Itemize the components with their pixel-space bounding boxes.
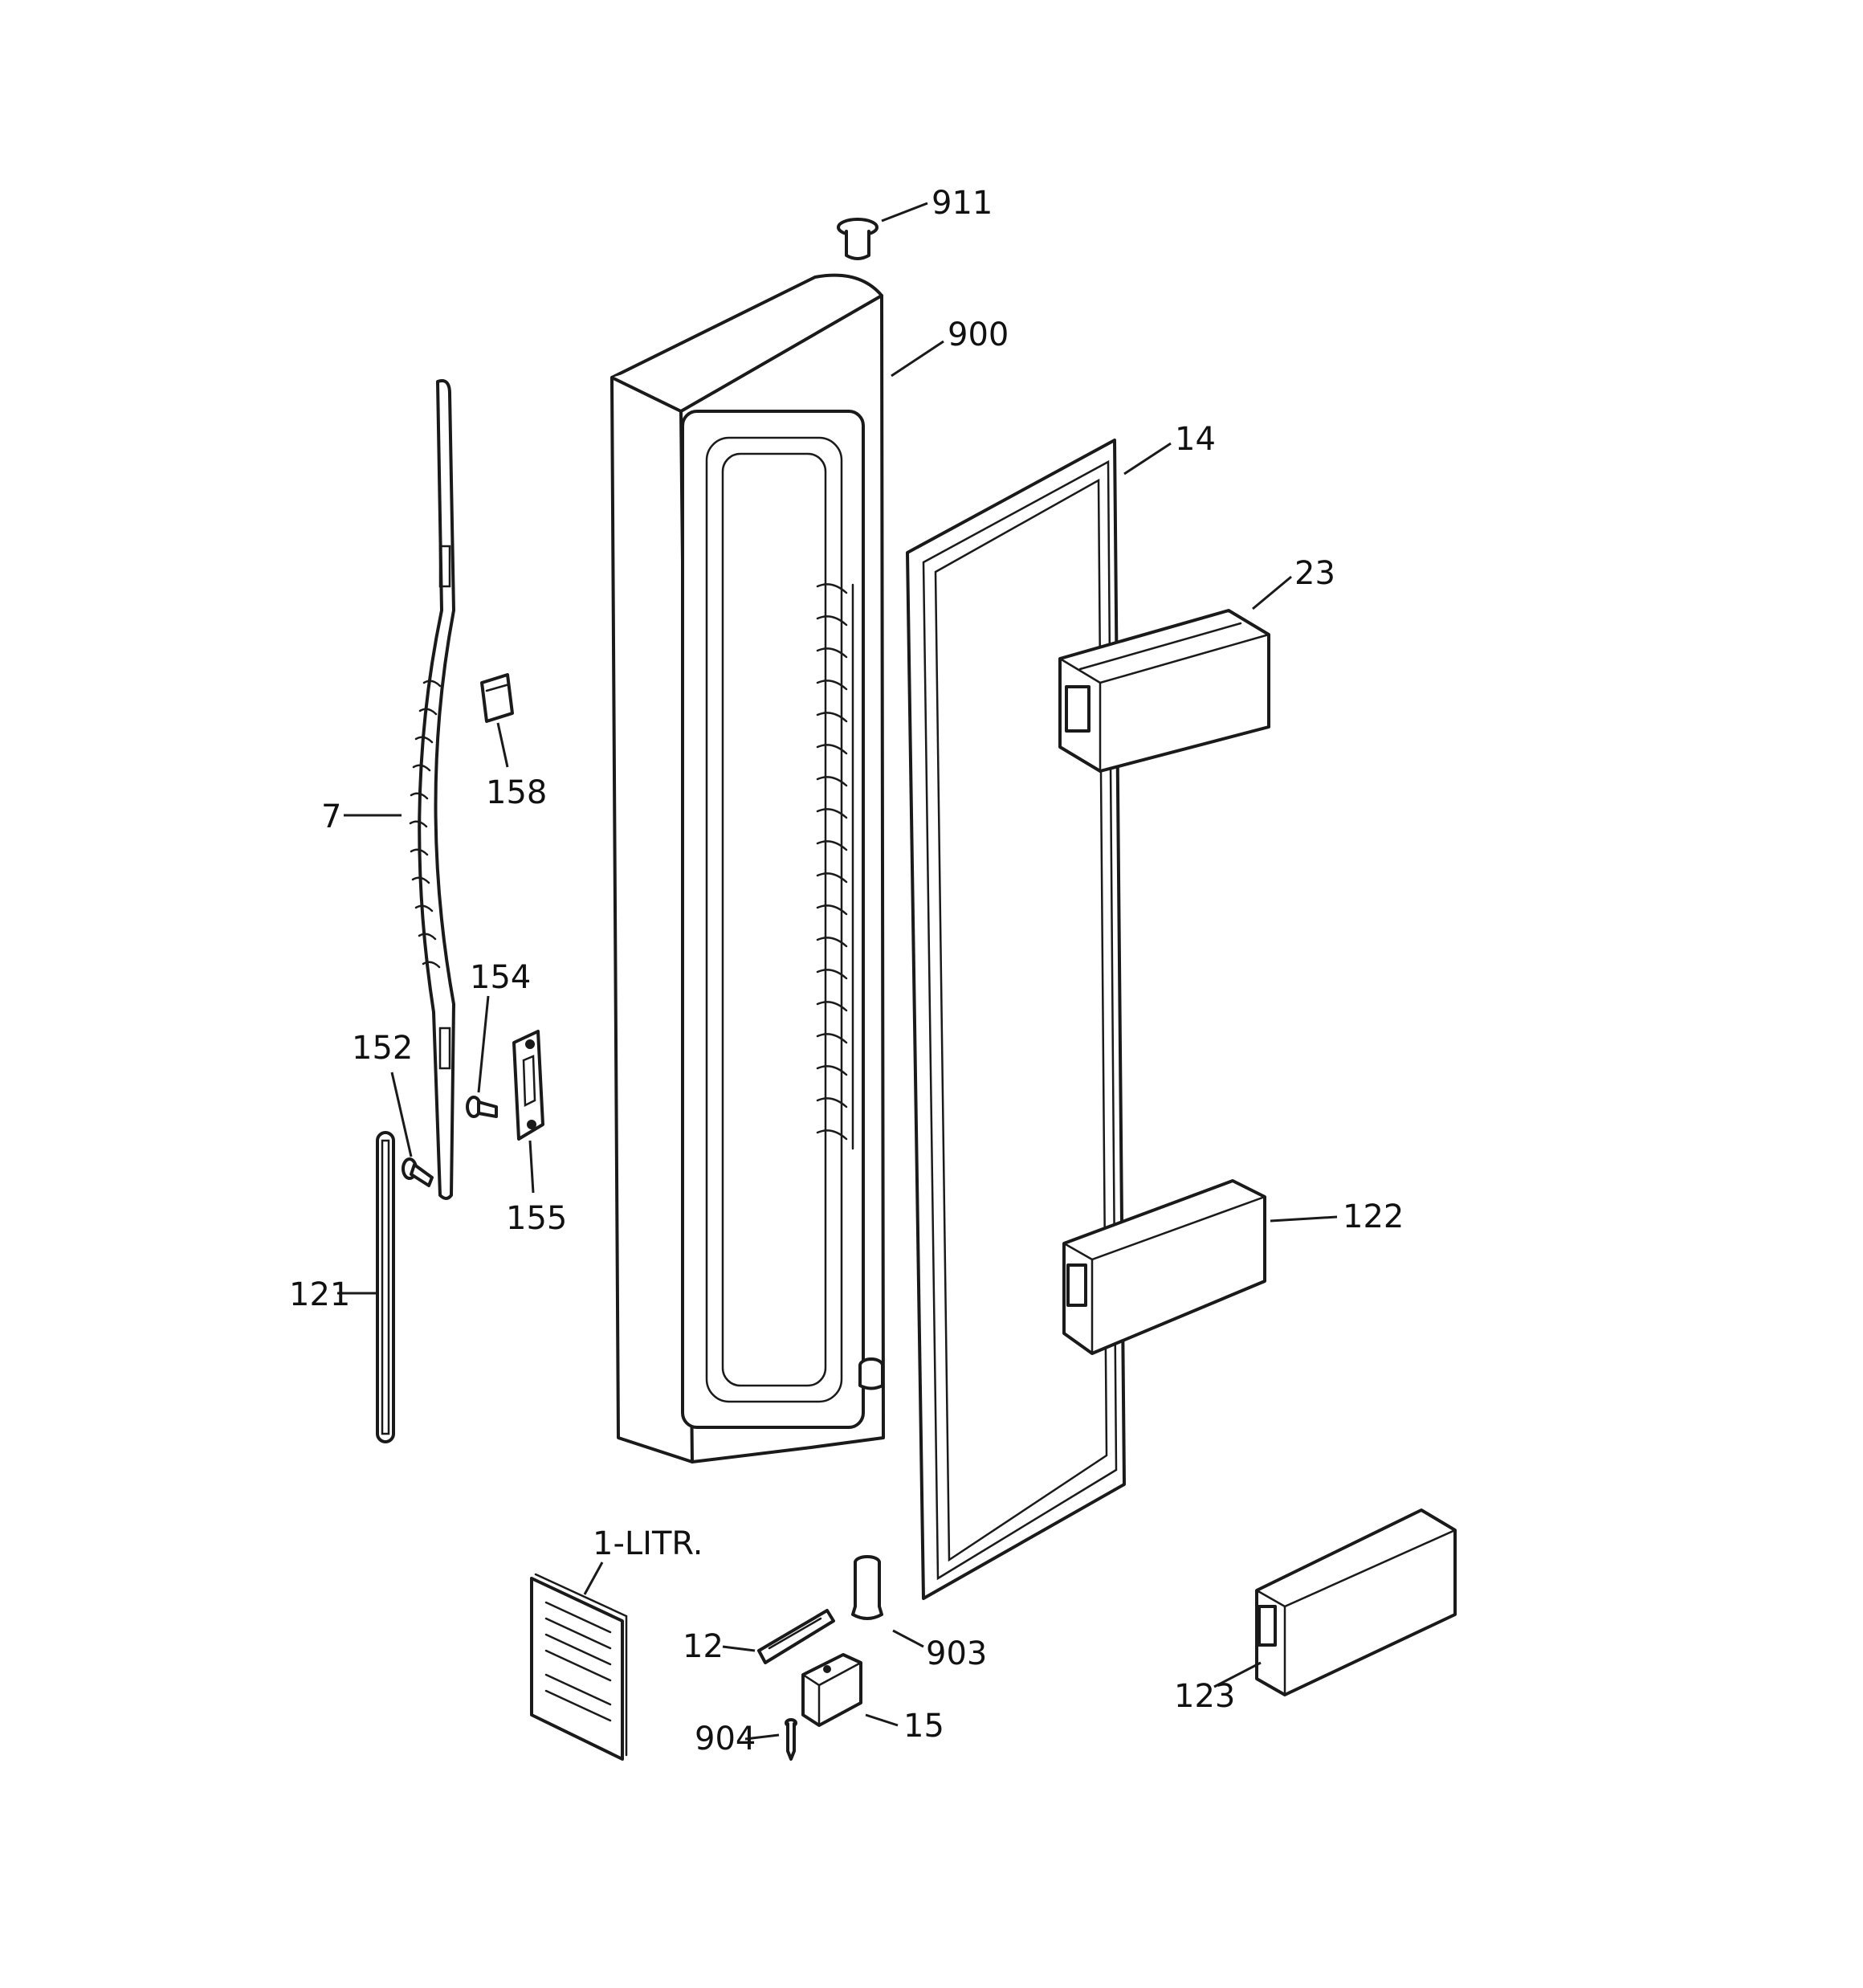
leader-lines [337, 202, 1338, 1741]
part-122-bin [1062, 1179, 1266, 1355]
part-904-screw [785, 1718, 797, 1761]
label-15: 15 [903, 1708, 944, 1745]
part-158-cap [480, 673, 514, 723]
label-152: 152 [352, 1030, 413, 1067]
label-12: 12 [683, 1628, 724, 1665]
label-1-litr: 1-LITR. [593, 1525, 703, 1562]
part-903-pin [851, 1555, 883, 1620]
label-154: 154 [470, 959, 531, 996]
part-23-bin [1058, 609, 1270, 773]
part-900-door [610, 273, 885, 1463]
label-7: 7 [321, 798, 341, 835]
label-904: 904 [695, 1721, 756, 1757]
label-155: 155 [506, 1200, 567, 1237]
label-900: 900 [948, 316, 1009, 353]
label-121: 121 [289, 1276, 350, 1313]
label-903: 903 [926, 1635, 987, 1672]
label-122: 122 [1343, 1198, 1404, 1235]
part-12-hinge-plate [757, 1609, 835, 1664]
part-152-screw [402, 1157, 434, 1187]
label-911: 911 [932, 185, 993, 222]
part-1-litr-literature [530, 1573, 628, 1761]
part-7-handle [409, 379, 455, 1200]
part-121-strip [376, 1131, 395, 1443]
part-123-bin [1255, 1508, 1457, 1696]
part-14-gasket [906, 439, 1126, 1600]
label-23: 23 [1294, 555, 1335, 592]
label-123: 123 [1174, 1678, 1235, 1715]
door-shelf-clips [816, 583, 848, 1141]
part-154-screw [466, 1096, 498, 1118]
part-155-bracket [512, 1030, 544, 1141]
part-911-bushing [837, 218, 879, 260]
label-158: 158 [486, 774, 547, 811]
part-15-hinge [801, 1653, 862, 1727]
label-14: 14 [1175, 421, 1216, 458]
